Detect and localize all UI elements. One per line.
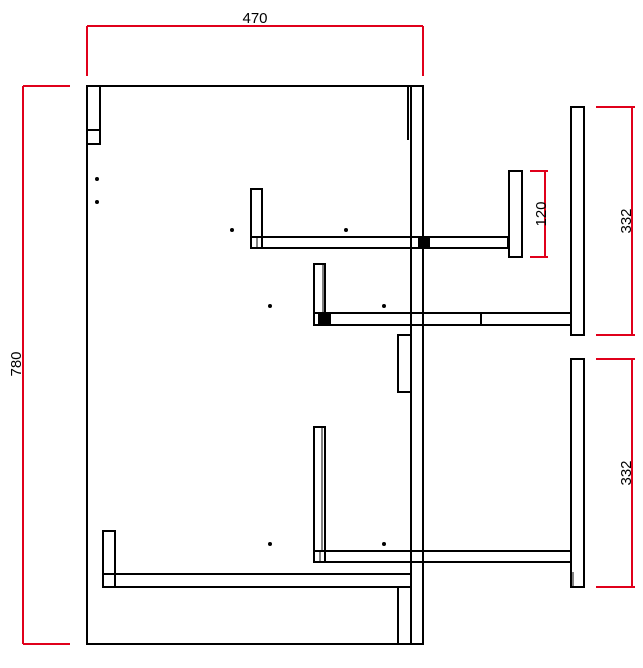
drawer-front-upper <box>508 170 523 258</box>
drill-hole <box>382 542 386 546</box>
drill-hole <box>268 542 272 546</box>
drill-hole <box>344 228 348 232</box>
drill-hole <box>230 228 234 232</box>
inner-detail-lines <box>256 237 574 587</box>
connector-blocks <box>318 237 430 325</box>
bottom-back-post <box>102 530 116 588</box>
side-panel <box>86 85 424 645</box>
drawer-connector-upper <box>418 237 430 248</box>
drawer-runner-upper <box>250 236 509 249</box>
drill-hole <box>95 177 99 181</box>
door-upper <box>570 106 585 336</box>
cabinet-outlines <box>86 85 585 645</box>
height-dimension-label: 780 <box>8 351 25 376</box>
drill-hole <box>268 304 272 308</box>
door-lower <box>570 358 585 588</box>
bottom-rail <box>102 573 412 588</box>
dimension-lines <box>22 25 635 645</box>
hinge-block <box>397 334 412 393</box>
upper-door-dimension-label: 332 <box>618 208 635 233</box>
drill-holes <box>95 177 386 546</box>
lower-door-dimension-label: 332 <box>618 460 635 485</box>
shelf-connector-middle <box>318 313 331 325</box>
top-rail-block <box>86 85 101 145</box>
drawer-dimension-label: 120 <box>533 201 550 226</box>
drill-hole <box>382 304 386 308</box>
drill-hole <box>95 200 99 204</box>
bottom-front-post <box>397 586 412 645</box>
shelf-runner-lower <box>313 550 572 563</box>
shelf-runner-middle <box>313 312 572 326</box>
shelf-back-lower <box>313 426 326 563</box>
width-dimension-label: 470 <box>242 10 267 27</box>
